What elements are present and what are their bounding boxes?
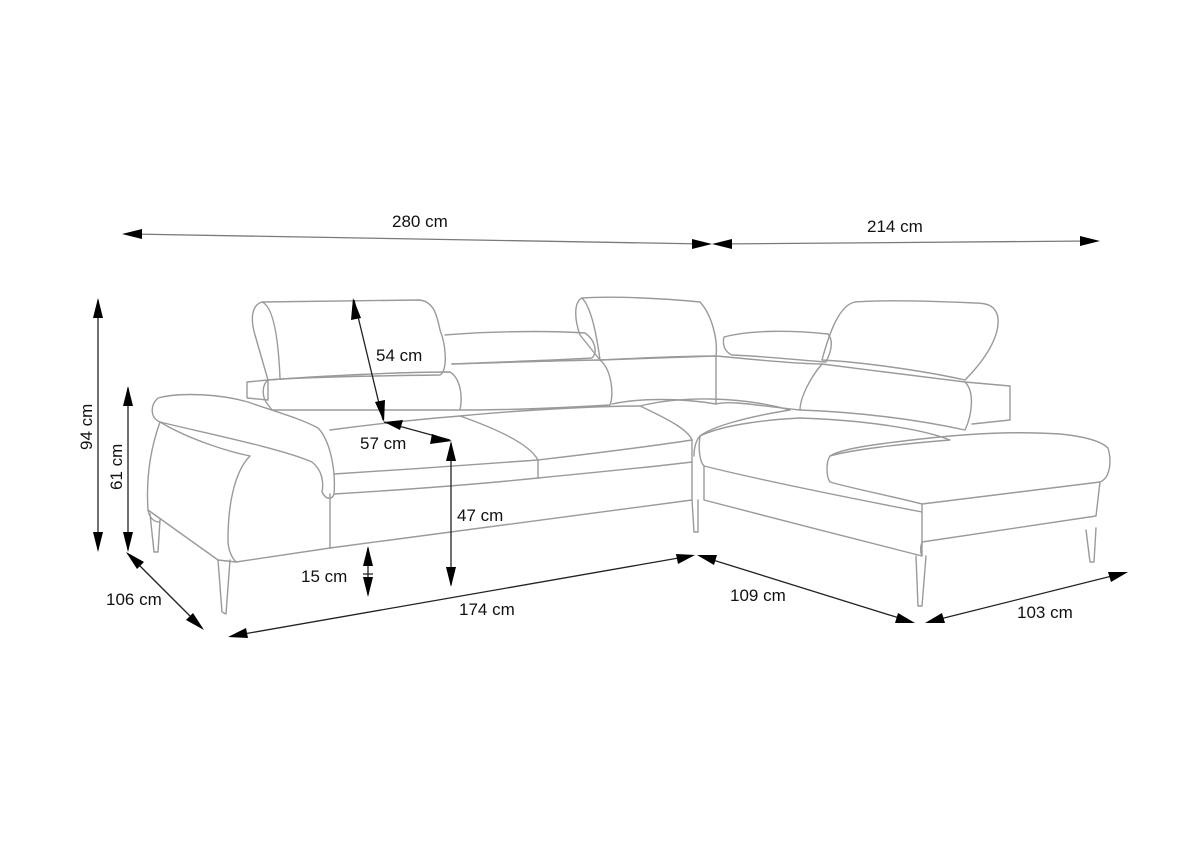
dim-label-214: 214 cm (867, 217, 923, 236)
dim-label-174: 174 cm (459, 600, 515, 619)
sofa-outline (146, 296, 1111, 615)
dim-label-109: 109 cm (730, 586, 786, 605)
dim-label-15: 15 cm (301, 567, 348, 586)
dimension-lines (93, 229, 1128, 638)
dim-label-47: 47 cm (457, 506, 504, 525)
dim-label-280: 280 cm (392, 212, 448, 231)
dim-label-57: 57 cm (360, 434, 407, 453)
dim-label-54: 54 cm (376, 346, 423, 365)
dim-label-61: 61 cm (107, 443, 126, 490)
dim-label-94: 94 cm (77, 403, 96, 450)
dim-label-106: 106 cm (106, 590, 162, 609)
dim-label-103: 103 cm (1017, 603, 1073, 622)
